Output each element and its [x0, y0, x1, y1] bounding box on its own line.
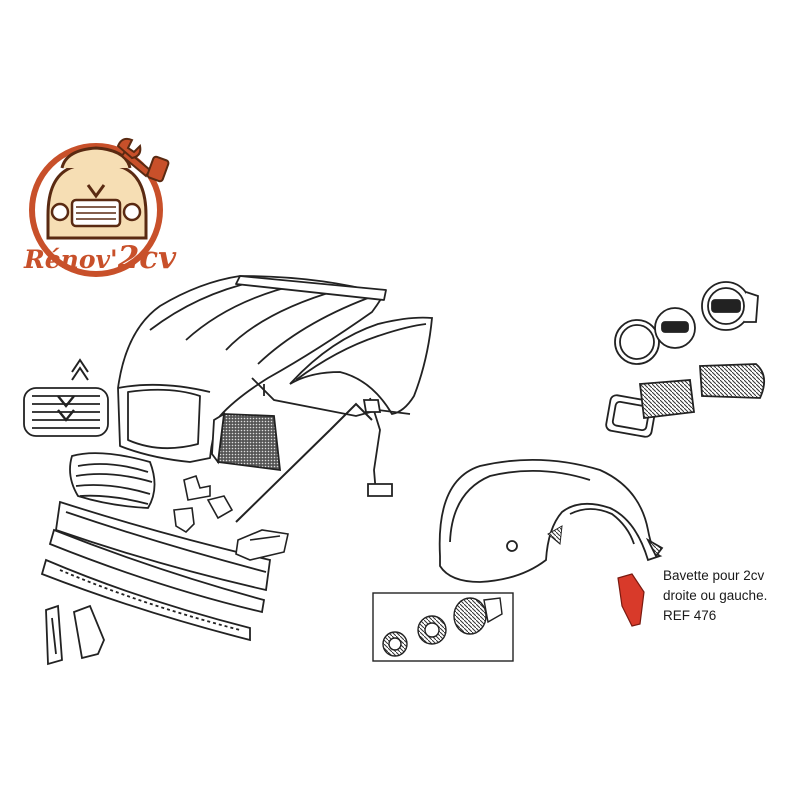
grille-assembly [23, 358, 156, 509]
linkage-rods [251, 377, 411, 497]
hood-front-recess [127, 388, 201, 450]
hood-prop-rod [235, 429, 331, 523]
bracket-4 [235, 529, 289, 561]
renov2cv-logo: Rénov'2cv [23, 137, 177, 277]
bumper-assembly [40, 500, 271, 666]
logo-text-main: Rénov' [23, 245, 118, 274]
hood-assembly [117, 275, 387, 463]
rear-wing [438, 458, 664, 583]
fog-lamp-1 [638, 379, 696, 420]
tie-rod [251, 377, 411, 417]
radiator-panel [211, 412, 282, 472]
lower-bumper-strip [40, 558, 251, 642]
caption-line-3: REF 476 [663, 608, 717, 623]
bracket-3 [206, 495, 234, 520]
caption-line-1: Bavette pour 2cv [663, 568, 765, 583]
rear-wing-panel [438, 458, 663, 583]
front-valance [55, 500, 271, 592]
vertical-stay [369, 397, 381, 495]
caption-line-2: droite ou gauche. [663, 588, 768, 603]
mudflap-caption: Bavette pour 2cv droite ou gauche. REF 4… [663, 566, 767, 626]
front-wing [289, 316, 433, 415]
lower-grille [69, 452, 156, 509]
indicator-housing [453, 597, 487, 635]
bracket-2 [173, 507, 195, 534]
bracket-parts [173, 402, 373, 561]
right-overrider [72, 604, 105, 660]
bracket-1 [183, 474, 211, 501]
mudflap-highlight [617, 573, 645, 627]
indicator-lamp-box [372, 592, 514, 662]
front-bumper [48, 528, 266, 614]
svg-text:Rénov'2cv: Rénov'2cv [23, 240, 177, 276]
chevron-badge-icon [71, 358, 89, 373]
headlamp-parts [605, 281, 766, 438]
fog-lamp-2 [699, 363, 766, 399]
logo-text-accent: 2cv [117, 240, 177, 276]
logo-wrench-icon [116, 137, 170, 183]
